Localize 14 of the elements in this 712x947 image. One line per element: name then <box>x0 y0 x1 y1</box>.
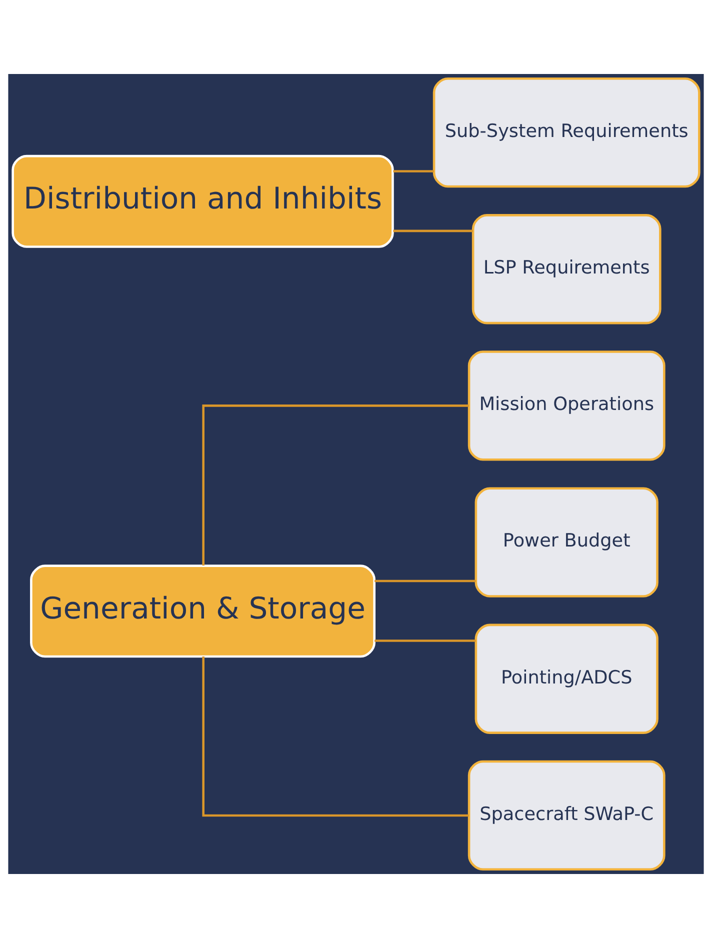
node-box: Pointing/ADCS <box>474 623 658 734</box>
connector <box>393 229 473 232</box>
connector <box>393 170 434 172</box>
node-box: Generation & Storage <box>30 564 376 658</box>
node-box: Distribution and Inhibits <box>12 154 394 248</box>
connector <box>202 404 469 566</box>
connector <box>374 579 476 582</box>
node-box: Mission Operations <box>468 350 666 460</box>
node-box: LSP Requirements <box>472 214 662 324</box>
node-box: Spacecraft SWaP-C <box>468 760 666 870</box>
connector <box>374 639 476 642</box>
node-box: Sub-System Requirements <box>432 76 700 188</box>
node-box: Power Budget <box>474 486 658 597</box>
connector <box>202 656 469 816</box>
